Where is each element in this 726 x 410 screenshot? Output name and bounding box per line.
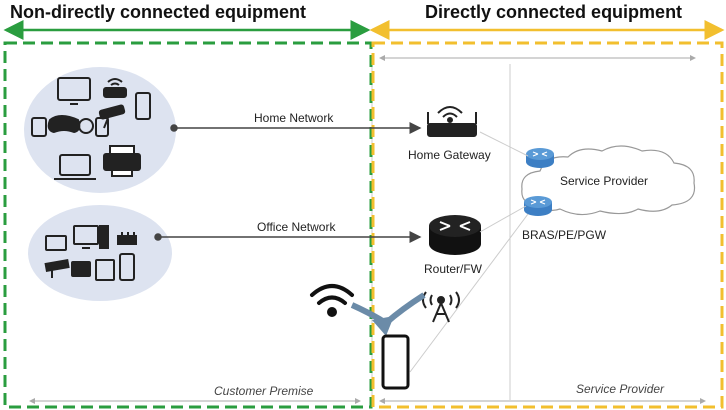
speaker-icon: [95, 117, 109, 137]
direct-header: Directly connected equipment: [425, 2, 683, 22]
router-fw-label: Router/FW: [424, 262, 483, 276]
non-direct-header: Non-directly connected equipment: [10, 2, 307, 22]
laptop-icon: [54, 154, 96, 180]
wifi-router-icon: [103, 78, 127, 98]
phone-to-bras-line: [409, 213, 529, 373]
printer-icon: [103, 145, 141, 177]
file-cabinet-icon: [95, 259, 115, 281]
service-provider-cloud: [521, 145, 696, 216]
router-to-bras-line: [479, 205, 527, 233]
network-switch-icon: [117, 232, 137, 245]
bras-label: BRAS/PE/PGW: [522, 228, 607, 242]
phone-base-icon: [71, 261, 91, 277]
disc-icon: [78, 118, 94, 134]
desktop-computer-icon: [73, 225, 109, 249]
green-dashed-box: [3, 41, 373, 409]
office-devices-cluster: [28, 205, 172, 301]
office-devices-icons: [44, 225, 137, 281]
cellular-antenna-icon: [422, 291, 460, 323]
provider-router-top-icon: [526, 148, 554, 168]
monitor-small-icon: [45, 235, 67, 251]
service-provider-cloud-label: Service Provider: [560, 174, 649, 188]
home-gateway-label: Home Gateway: [408, 148, 491, 162]
customer-premise-label: Customer Premise: [214, 384, 314, 398]
mobile-phone-icon: [381, 334, 410, 390]
router-fw-icon: [429, 215, 481, 255]
office-network-label: Office Network: [257, 220, 336, 234]
gateway-to-provider-line: [479, 131, 529, 157]
wireless-flow-arrow: [350, 292, 426, 336]
tv-icon: [57, 77, 91, 101]
provider-router-bras-icon: [524, 196, 552, 216]
yellow-dashed-box: [371, 41, 724, 409]
service-provider-zone-label: Service Provider: [576, 382, 665, 396]
tablet-icon: [119, 253, 135, 281]
camera-icon: [31, 117, 47, 137]
home-network-label: Home Network: [254, 111, 334, 125]
gamepad-icon: [47, 115, 81, 134]
home-devices-icons: [31, 77, 151, 180]
phone-icon: [135, 92, 151, 120]
office-camera-icon: [44, 258, 70, 278]
home-gateway-icon: [427, 106, 477, 137]
wifi-signal-icon: [310, 284, 354, 317]
